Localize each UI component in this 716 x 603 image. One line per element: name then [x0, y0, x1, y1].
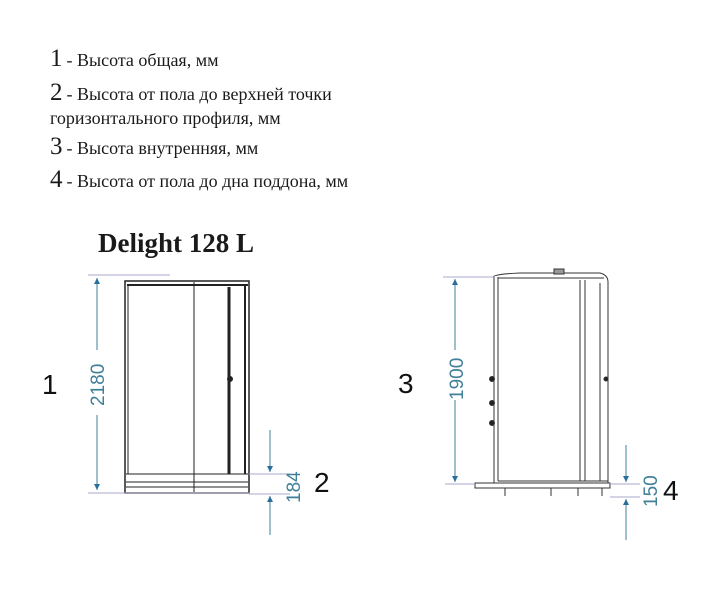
product-title: Delight 128 L	[98, 228, 255, 258]
profile-height-value: 184	[284, 471, 305, 503]
legend-item-2-cont: горизонтального профиля, мм	[50, 109, 281, 127]
side-view-cabinet	[474, 268, 611, 496]
front-view-cabinet	[124, 280, 250, 494]
dimension-inner-height	[443, 276, 494, 485]
label-2: 2	[314, 467, 330, 498]
legend-text: - Высота внутренняя, мм	[66, 138, 259, 158]
legend-item-2: 2- Высота от пола до верхней точки	[50, 80, 332, 105]
legend-number: 4	[50, 166, 63, 193]
legend-item-3: 3- Высота внутренняя, мм	[50, 134, 258, 159]
dimension-tray-height	[610, 445, 640, 540]
legend-number: 1	[50, 45, 63, 72]
legend-text: - Высота общая, мм	[66, 50, 219, 70]
dimension-total-height	[88, 274, 250, 494]
legend-item-1: 1- Высота общая, мм	[50, 46, 219, 71]
legend-number: 3	[50, 133, 63, 160]
tray-height-value: 150	[641, 475, 662, 507]
dimension-profile-height	[249, 430, 290, 535]
label-3: 3	[398, 368, 414, 399]
legend-text: - Высота от пола до верхней точки	[66, 84, 332, 104]
legend-item-4: 4- Высота от пола до дна поддона, мм	[50, 167, 348, 192]
total-height-value: 2180	[88, 364, 109, 406]
label-4: 4	[663, 475, 679, 506]
legend-text: - Высота от пола до дна поддона, мм	[66, 171, 349, 191]
legend-number: 2	[50, 79, 63, 106]
inner-height-value: 1900	[447, 358, 468, 400]
legend-text: горизонтального профиля, мм	[50, 108, 281, 128]
label-1: 1	[42, 369, 58, 400]
